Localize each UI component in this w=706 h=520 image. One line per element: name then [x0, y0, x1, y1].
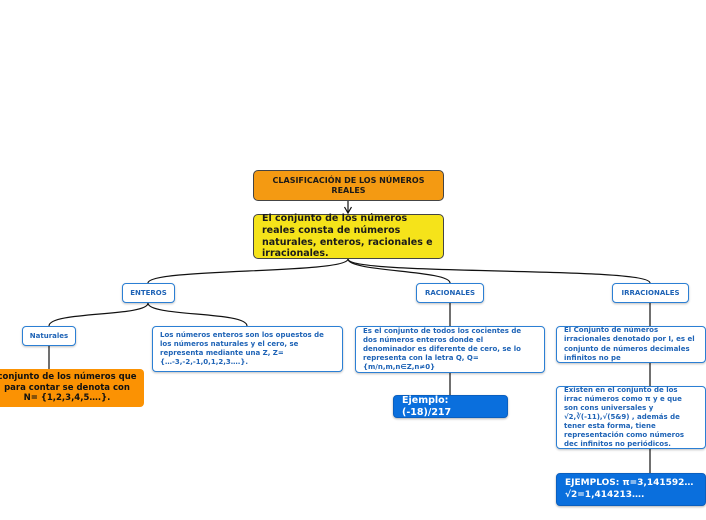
link-main-enteros: [147, 258, 349, 284]
irracionales-description[interactable]: El Conjunto de números irracionales deno…: [556, 326, 706, 363]
map-title[interactable]: CLASIFICACIÓN DE LOS NÚMEROS REALES: [253, 170, 444, 201]
naturales-description[interactable]: conjunto de los números que para contar …: [0, 369, 144, 407]
enteros-description[interactable]: Los números enteros son los opuestos de …: [152, 326, 343, 372]
main-topic[interactable]: El conjunto de los números reales consta…: [253, 213, 444, 259]
link-main-irracionales: [347, 258, 651, 284]
enteros-node[interactable]: ENTEROS: [122, 283, 175, 303]
link-enteros-desc: [147, 302, 248, 327]
irracionales-examples[interactable]: EJEMPLOS: π=3,141592… √2=1,414213….: [556, 473, 706, 506]
racionales-description[interactable]: Es el conjunto de todos los cocientes de…: [355, 326, 545, 373]
irracionales-detail[interactable]: Existen en el conjunto de los irrac núme…: [556, 386, 706, 449]
naturales-node[interactable]: Naturales: [22, 326, 76, 346]
irracionales-node[interactable]: IRRACIONALES: [612, 283, 689, 303]
arrow-head: [343, 206, 353, 215]
link-enteros-naturales: [48, 302, 149, 327]
racionales-example[interactable]: Ejemplo: (-18)/217: [393, 395, 508, 418]
racionales-node[interactable]: RACIONALES: [416, 283, 484, 303]
link-main-racionales: [347, 258, 451, 284]
